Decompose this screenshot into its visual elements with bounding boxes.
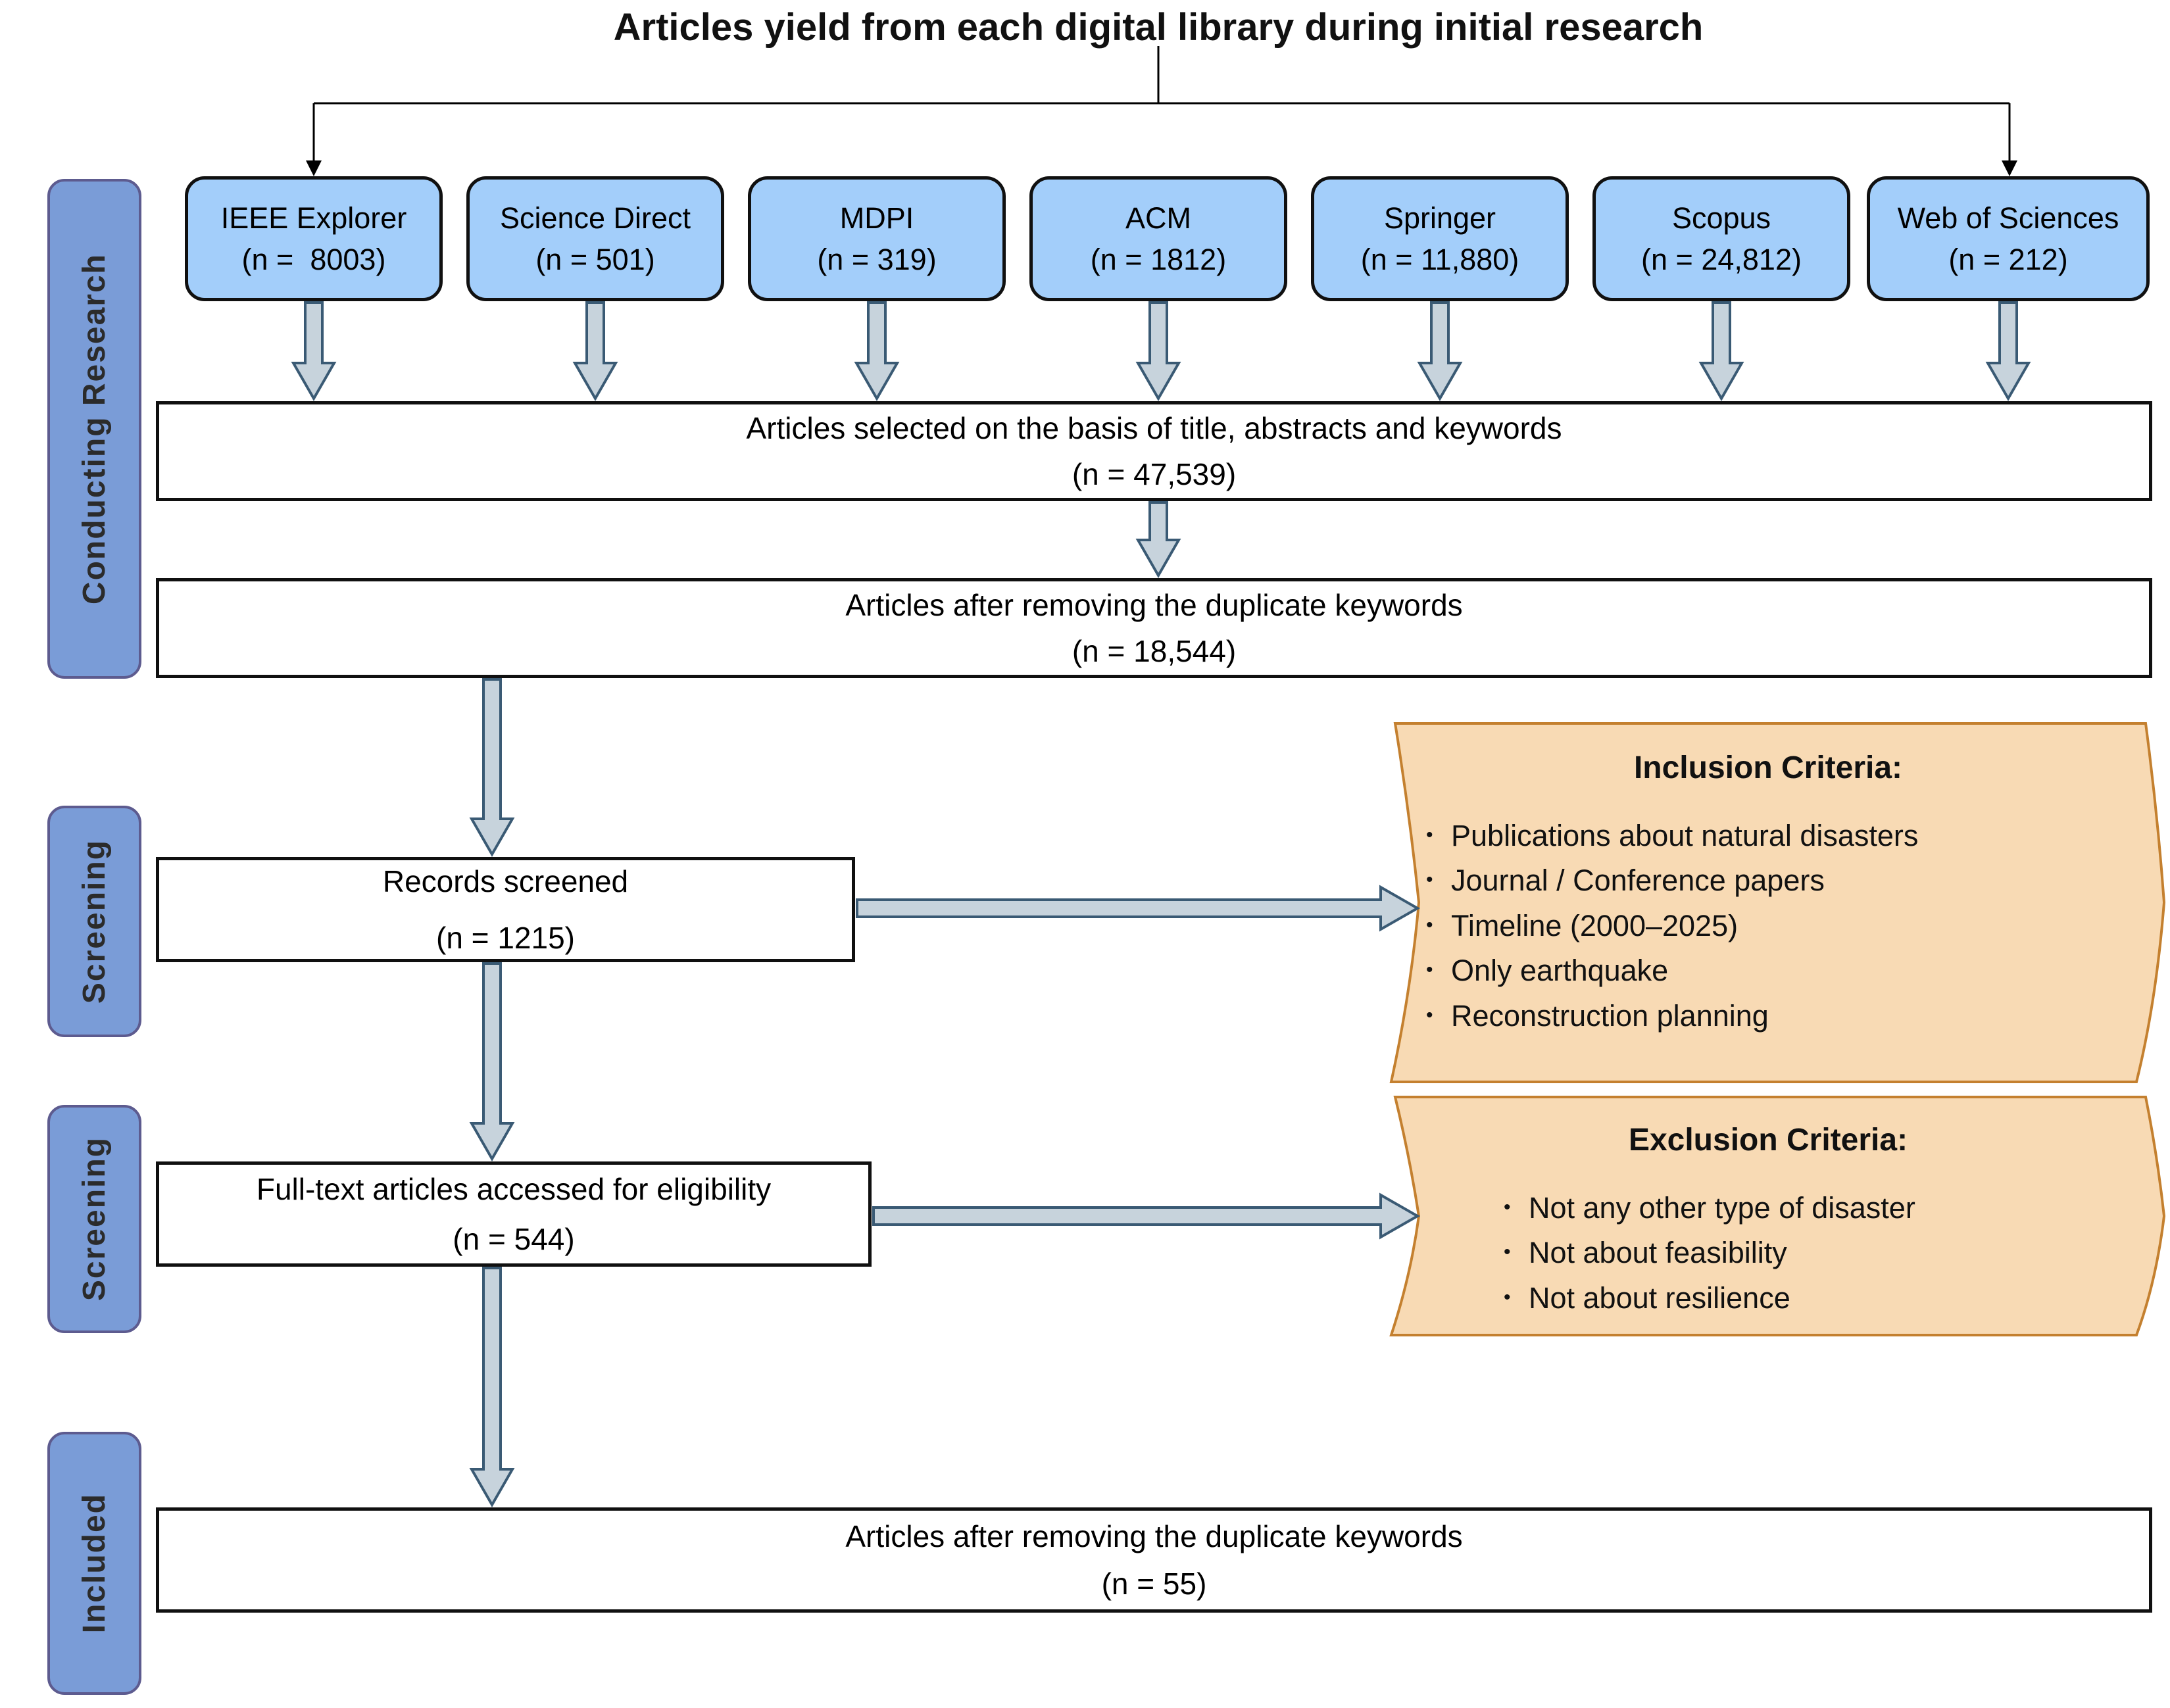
stage-label-screening-2: Screening xyxy=(47,1105,141,1333)
inclusion-criteria-title: Inclusion Criteria: xyxy=(1633,750,1903,785)
source-count: (n = 8003) xyxy=(241,243,386,276)
arrow-source-2 xyxy=(572,301,618,402)
source-name: Science Direct xyxy=(499,201,691,235)
source-box-ieee-explorer: IEEE Explorer (n = 8003) xyxy=(185,176,443,301)
box-text-line2: (n = 18,544) xyxy=(1072,634,1237,668)
source-name: MDPI xyxy=(839,201,914,235)
box-text-line1: Records screened xyxy=(382,864,629,898)
source-count: (n = 1812) xyxy=(1090,243,1227,276)
criteria-item: Not about resilience xyxy=(1497,1276,2117,1321)
inclusion-criteria: Inclusion Criteria: Publications about n… xyxy=(1419,750,2117,1038)
arrow-source-7 xyxy=(1985,301,2031,402)
box-articles-deduplicated: Articles after removing the duplicate ke… xyxy=(156,578,2152,678)
connector-arrowhead-left xyxy=(306,160,322,176)
stage-label-screening-1: Screening xyxy=(47,806,141,1037)
arrow-screened-to-fulltext xyxy=(469,962,515,1162)
title-connector-lines xyxy=(312,46,2011,162)
arrow-source-1 xyxy=(291,301,337,402)
source-name: Springer xyxy=(1383,201,1496,235)
arrow-source-5 xyxy=(1417,301,1463,402)
arrow-screened-to-inclusion xyxy=(856,885,1421,932)
stage-label-included: Included xyxy=(47,1432,141,1695)
source-box-springer: Springer (n = 11,880) xyxy=(1311,176,1569,301)
criteria-item: Timeline (2000–2025) xyxy=(1419,904,2117,948)
connector-arrowhead-right xyxy=(2002,160,2017,176)
stage-label-text: Included xyxy=(77,1493,112,1634)
source-count: (n = 24,812) xyxy=(1641,243,1802,276)
source-box-scopus: Scopus (n = 24,812) xyxy=(1592,176,1850,301)
source-box-web-of-sciences: Web of Sciences (n = 212) xyxy=(1867,176,2150,301)
criteria-item: Not about feasibility xyxy=(1497,1231,2117,1275)
box-text-line1: Articles after removing the duplicate ke… xyxy=(845,1519,1463,1553)
box-text-line1: Full-text articles accessed for eligibil… xyxy=(256,1172,772,1206)
source-count: (n = 501) xyxy=(535,243,655,276)
box-text-line1: Articles selected on the basis of title,… xyxy=(746,411,1562,445)
source-count: (n = 11,880) xyxy=(1360,243,1519,276)
exclusion-criteria: Exclusion Criteria: Not any other type o… xyxy=(1419,1122,2117,1321)
box-text-line2: (n = 55) xyxy=(1101,1567,1207,1601)
box-text-line2: (n = 544) xyxy=(453,1222,575,1256)
criteria-item: Not any other type of disaster xyxy=(1497,1186,2117,1231)
criteria-item: Journal / Conference papers xyxy=(1419,858,2117,903)
box-text-line2: (n = 47,539) xyxy=(1072,457,1237,491)
inclusion-criteria-list: Publications about natural disastersJour… xyxy=(1419,814,2117,1038)
source-count: (n = 212) xyxy=(1948,243,2068,276)
source-name: IEEE Explorer xyxy=(220,201,407,235)
criteria-item: Reconstruction planning xyxy=(1419,994,2117,1038)
criteria-item: Only earthquake xyxy=(1419,948,2117,993)
arrow-source-4 xyxy=(1135,301,1181,402)
box-text-line2: (n = 1215) xyxy=(436,921,575,955)
stage-label-conducting-research: Conducting Research xyxy=(47,179,141,679)
box-articles-included: Articles after removing the duplicate ke… xyxy=(156,1507,2152,1613)
box-records-screened: Records screened (n = 1215) xyxy=(156,857,855,962)
arrow-source-3 xyxy=(854,301,900,402)
stage-label-text: Screening xyxy=(77,1136,112,1302)
criteria-item: Publications about natural disasters xyxy=(1419,814,2117,858)
source-name: ACM xyxy=(1125,201,1191,235)
stage-label-text: Conducting Research xyxy=(77,253,112,605)
arrow-fulltext-to-included xyxy=(469,1267,515,1508)
flow-arrows xyxy=(291,301,2031,1508)
arrow-fulltext-to-exclusion xyxy=(872,1192,1421,1240)
arrow-selected-to-dedup xyxy=(1135,501,1181,579)
source-box-acm: ACM (n = 1812) xyxy=(1029,176,1287,301)
box-fulltext-eligibility: Full-text articles accessed for eligibil… xyxy=(156,1161,872,1267)
stage-label-text: Screening xyxy=(77,839,112,1004)
source-count: (n = 319) xyxy=(817,243,937,276)
exclusion-criteria-list: Not any other type of disasterNot about … xyxy=(1419,1186,2117,1321)
arrow-source-6 xyxy=(1698,301,1744,402)
source-box-science-direct: Science Direct (n = 501) xyxy=(466,176,724,301)
arrow-dedup-to-screened xyxy=(469,678,515,858)
exclusion-criteria-title: Exclusion Criteria: xyxy=(1628,1123,1908,1158)
source-name: Scopus xyxy=(1671,201,1771,235)
box-text-line1: Articles after removing the duplicate ke… xyxy=(845,588,1463,622)
diagram-title: Articles yield from each digital library… xyxy=(613,6,1704,49)
source-name: Web of Sciences xyxy=(1897,201,2119,235)
source-box-mdpi: MDPI (n = 319) xyxy=(748,176,1006,301)
box-articles-selected: Articles selected on the basis of title,… xyxy=(156,401,2152,501)
